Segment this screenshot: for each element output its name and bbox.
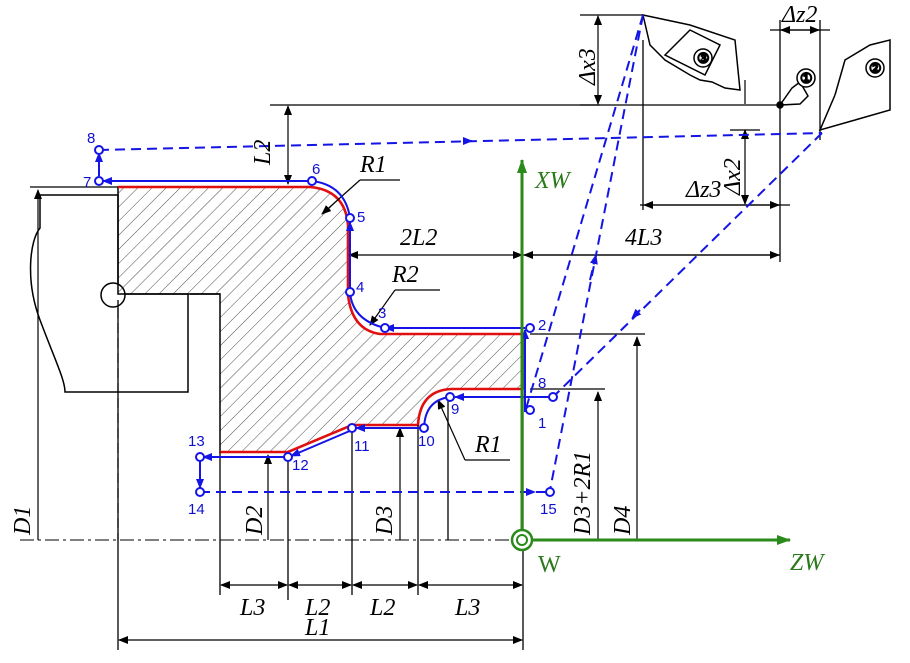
tool-1-label: ① (800, 72, 813, 87)
label-dz2: Δz2 (781, 2, 817, 28)
point-11: 11 (354, 438, 370, 455)
axis-x-label: XW (534, 168, 572, 194)
label-l2-b: L2 (369, 595, 395, 621)
point-12: 12 (292, 457, 309, 474)
label-dx2: Δx2 (720, 158, 746, 196)
label-r2: R2 (391, 262, 419, 288)
label-d1: D1 (10, 506, 36, 536)
label-r1-top: R1 (359, 152, 387, 178)
label-d3: D3 (372, 506, 398, 536)
label-l1: L1 (304, 615, 330, 641)
point-7: 7 (83, 174, 91, 191)
point-2: 2 (538, 317, 546, 334)
point-labels: 1 2 3 4 5 6 7 8 8 9 10 11 12 13 14 15 (83, 130, 557, 518)
point-15: 15 (540, 501, 557, 518)
label-d2: D2 (242, 506, 268, 536)
point-10: 10 (418, 433, 435, 450)
tool-2: ② (818, 39, 891, 132)
label-2l2: 2L2 (400, 225, 437, 251)
tool-3: ③ (642, 14, 741, 91)
toolpath-rapid (98, 14, 823, 496)
label-r1-bottom: R1 (474, 432, 502, 458)
point-4: 4 (356, 279, 364, 296)
dimension-labels: R1 R2 R1 2L2 4L3 Δz3 Δz2 L3 L2 L2 L3 L1 … (10, 2, 817, 641)
tool-2-label: ② (869, 62, 882, 77)
label-l2-a: L2 (304, 595, 330, 621)
tool-3-label: ③ (697, 52, 710, 67)
label-l3-a: L3 (239, 595, 265, 621)
point-14: 14 (188, 501, 205, 518)
point-5: 5 (357, 209, 365, 226)
tool-1: ① (776, 68, 816, 109)
label-dz3: Δz3 (685, 177, 721, 203)
label-dx3: Δx3 (575, 48, 601, 86)
point-3: 3 (378, 305, 386, 322)
path-points (94, 145, 558, 497)
label-4l3: 4L3 (625, 225, 662, 251)
point-6: 6 (312, 161, 320, 178)
point-1: 1 (538, 415, 546, 432)
label-d4: D4 (610, 506, 636, 536)
label-l3-b: L3 (454, 595, 480, 621)
point-8-left: 8 (87, 130, 95, 147)
coordinate-axes (510, 159, 791, 552)
dimension-lines (34, 15, 820, 644)
axis-z-label: ZW (790, 550, 825, 576)
origin-label: W (538, 552, 561, 578)
label-d3-2r1: D3+2R1 (570, 451, 596, 536)
label-l2-vertical: L2 (250, 140, 276, 166)
point-9: 9 (451, 401, 459, 418)
point-13: 13 (188, 433, 205, 450)
point-8-right: 8 (538, 375, 546, 392)
